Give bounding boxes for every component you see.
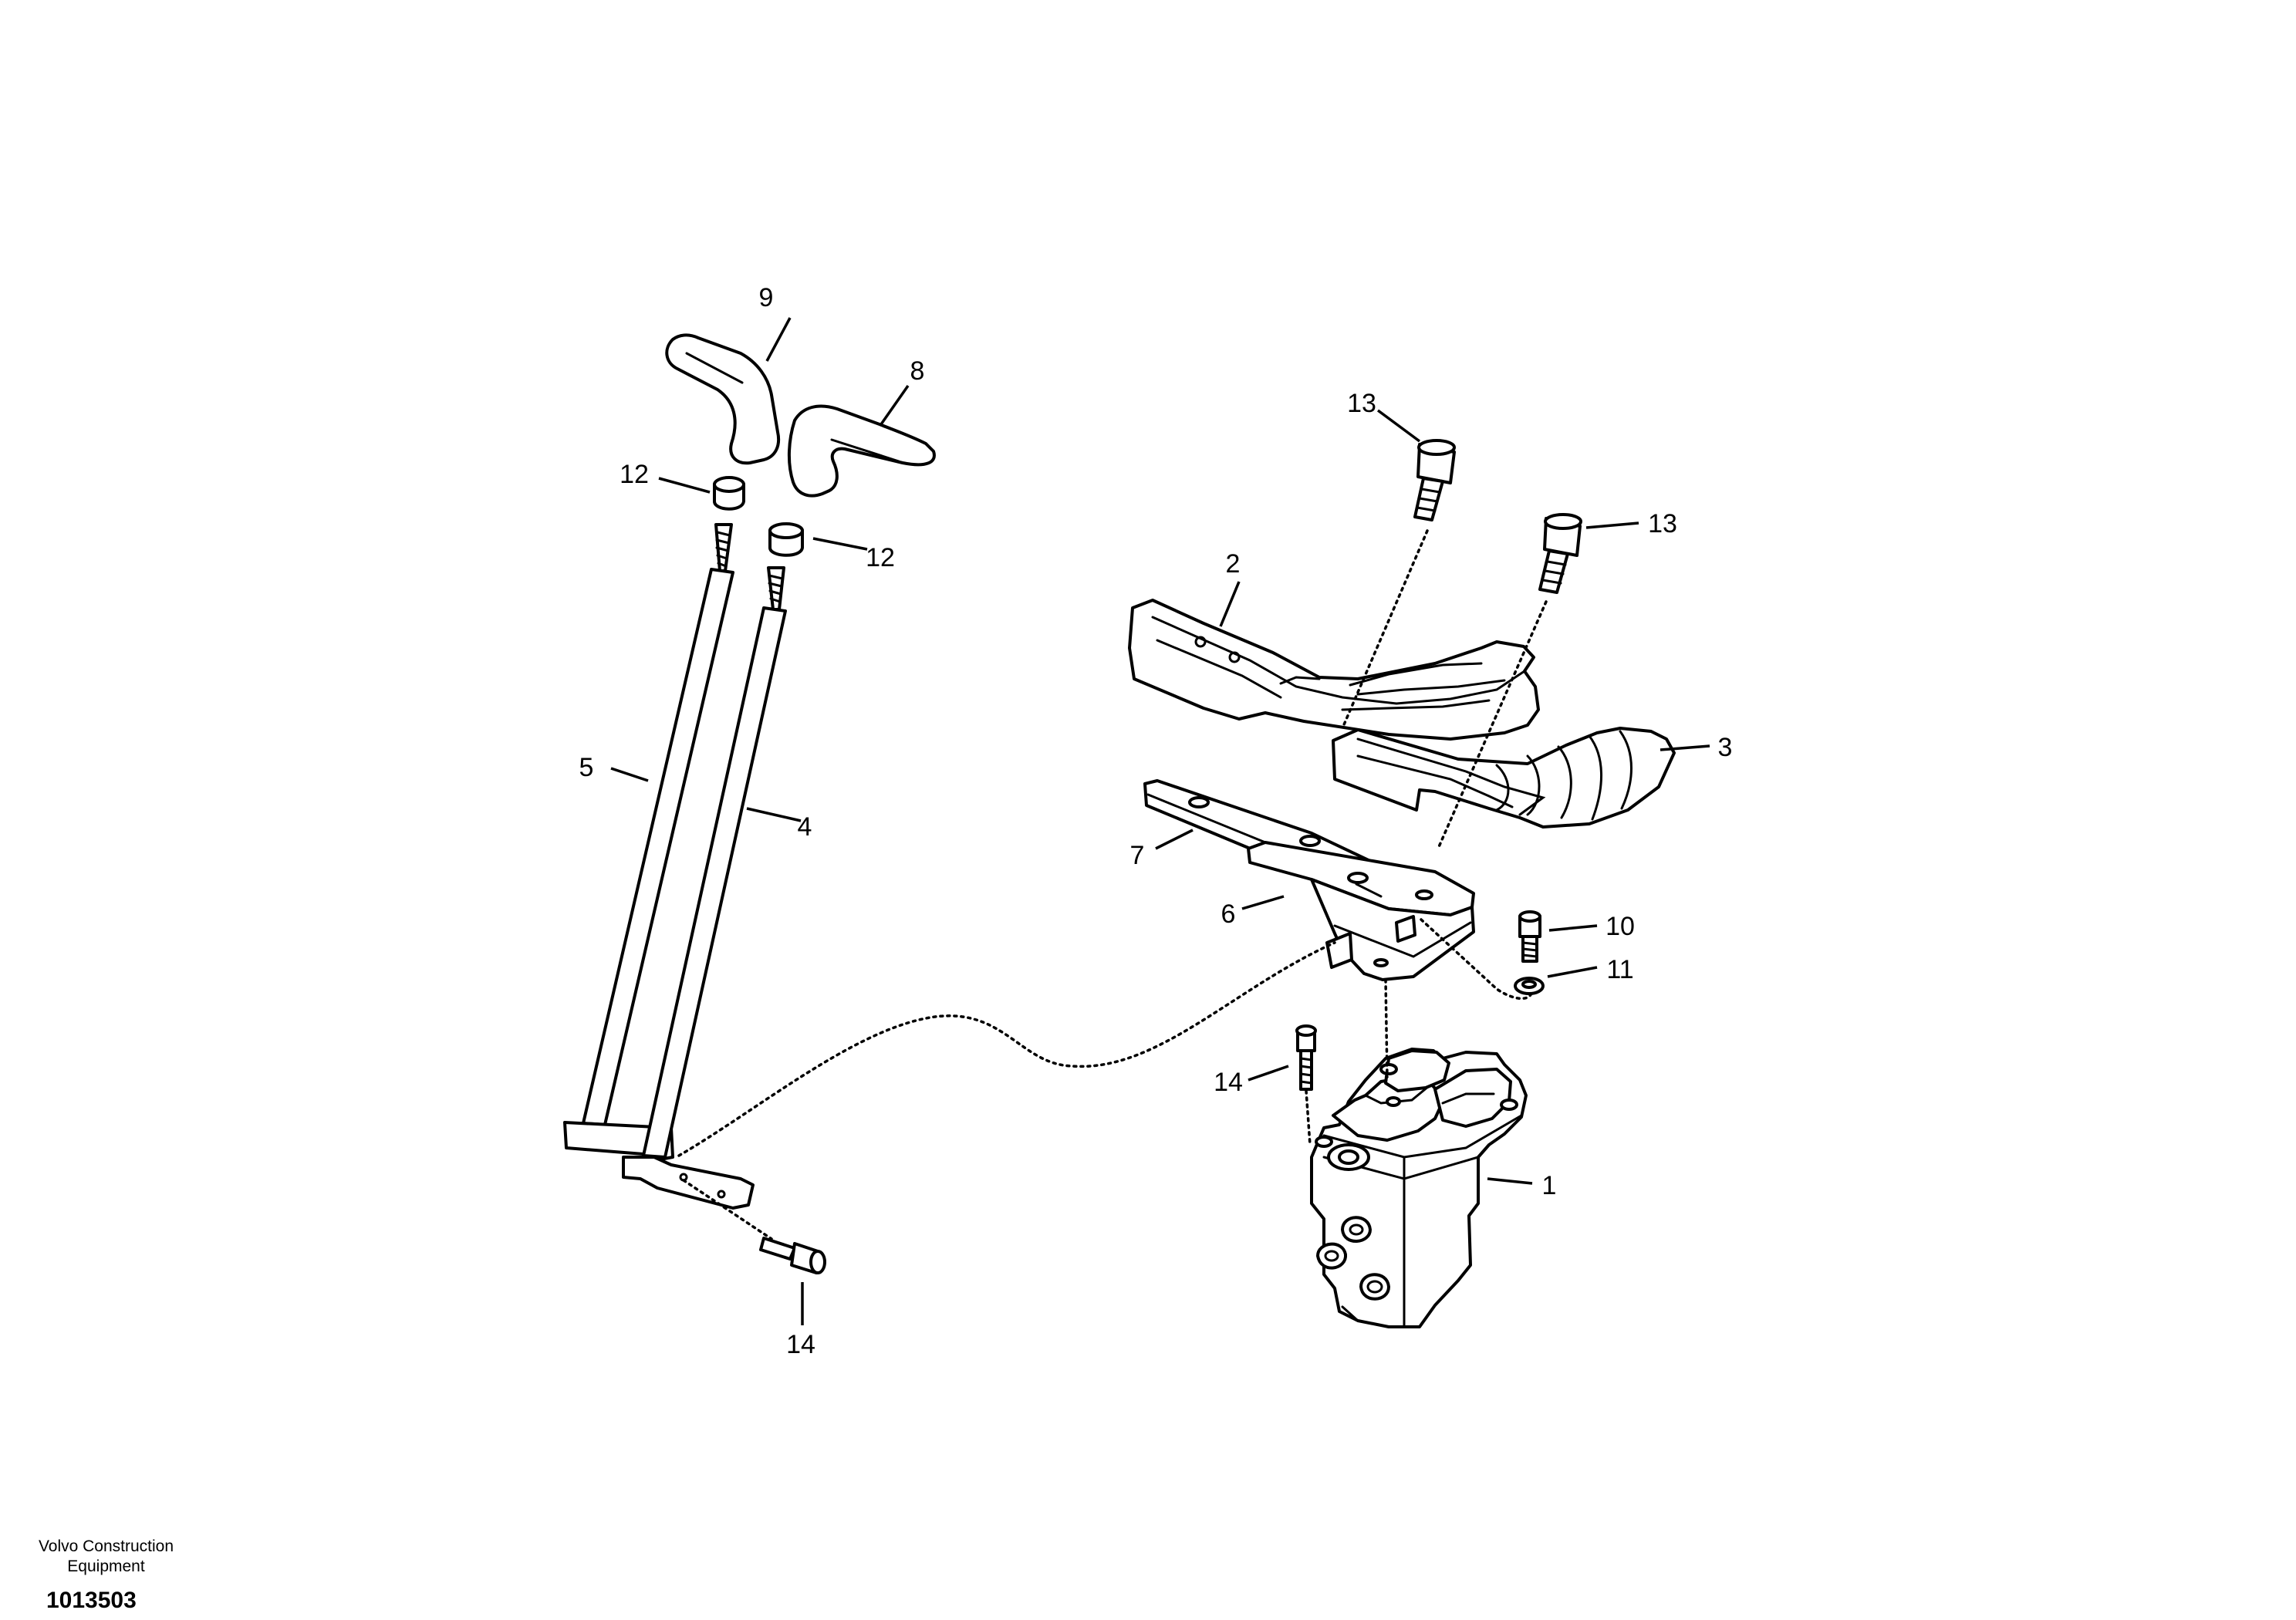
callout-8: 8 <box>910 356 925 386</box>
callout-14-valve: 14 <box>1214 1068 1243 1097</box>
callout-7: 7 <box>1130 841 1145 870</box>
callout-12-right: 12 <box>866 543 895 572</box>
assembly-line-bolt13-right <box>1437 600 1548 850</box>
nut-12-left <box>713 476 745 511</box>
lever-4 <box>622 566 787 1210</box>
valve-1 <box>1310 1048 1528 1328</box>
bolt-14-valve <box>1295 1024 1317 1091</box>
callout-10: 10 <box>1606 912 1635 941</box>
callout-9: 9 <box>759 283 774 312</box>
maker-line-2: Equipment <box>67 1558 145 1575</box>
callout-11: 11 <box>1606 955 1633 984</box>
pedal-3 <box>1332 727 1676 829</box>
callout-3: 3 <box>1718 733 1733 762</box>
bolt-10 <box>1518 910 1541 963</box>
callout-12-left: 12 <box>620 460 649 489</box>
assembly-line-bolt14-valve <box>1305 1089 1312 1146</box>
grip-8 <box>787 404 936 498</box>
assembly-line-bolt10 <box>1420 918 1534 1001</box>
callout-14-lever: 14 <box>786 1330 815 1359</box>
bolt-13-left <box>1413 439 1456 521</box>
nut-12-right <box>768 522 804 557</box>
callout-2: 2 <box>1226 549 1241 579</box>
callout-5: 5 <box>579 753 594 782</box>
callout-1: 1 <box>1542 1171 1557 1200</box>
pedal-2 <box>1128 599 1540 741</box>
maker-line-1: Volvo Construction <box>38 1537 174 1555</box>
assembly-line-lever-bracket <box>677 941 1336 1157</box>
assembly-line-bracket-valve <box>1384 978 1389 1078</box>
callout-6: 6 <box>1221 899 1236 929</box>
leader-lines <box>610 317 1710 1325</box>
callout-4: 4 <box>798 812 812 842</box>
bolt-14-lever <box>759 1237 826 1274</box>
callout-13-left: 13 <box>1347 389 1376 418</box>
bolt-13-right <box>1538 513 1582 594</box>
lever-5 <box>563 523 734 1162</box>
assembly-line-bolt13-left <box>1341 529 1429 730</box>
grip-9 <box>665 333 780 465</box>
drawing-number: 1013503 <box>46 1588 137 1613</box>
drawing-footer: Volvo Construction Equipment 1013503 <box>23 1537 189 1614</box>
washer-11 <box>1514 977 1545 995</box>
bracket-6 <box>1247 841 1475 981</box>
callout-13-right: 13 <box>1648 509 1677 538</box>
